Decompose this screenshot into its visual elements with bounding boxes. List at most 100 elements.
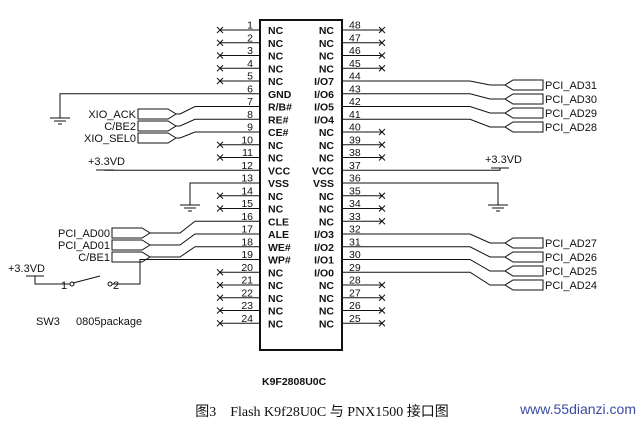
watermark: www.55dianzi.com	[520, 401, 636, 417]
no-connect-mark	[216, 192, 224, 200]
pin-number: 5	[247, 71, 253, 83]
wire	[382, 168, 501, 171]
no-connect-mark	[378, 141, 386, 149]
pin-name: CLE	[268, 216, 289, 228]
wire	[150, 220, 220, 234]
pin-number: 39	[349, 134, 361, 146]
pin-name: NC	[268, 267, 284, 279]
pin-number: 2	[247, 32, 253, 44]
pin-number: 8	[247, 109, 253, 121]
net-flag	[504, 121, 544, 133]
no-connect-mark	[378, 319, 386, 327]
pin-name: VCC	[268, 165, 291, 177]
no-connect-mark	[216, 77, 224, 85]
no-connect-mark	[378, 64, 386, 72]
pin-number: 13	[241, 173, 253, 185]
pin-number: 25	[349, 313, 361, 325]
pin-name: NC	[268, 63, 284, 75]
net-flag	[111, 239, 151, 251]
pin-number: 31	[349, 236, 361, 248]
no-connect-mark	[216, 141, 224, 149]
pin-number: 40	[349, 122, 361, 134]
pin-name: NC	[319, 293, 335, 305]
pin-name: NC	[268, 38, 284, 50]
net-label-left-lower: PCI_AD00	[58, 228, 110, 240]
pin-name: NC	[268, 293, 284, 305]
pin-number: 36	[349, 173, 361, 185]
pin-number: 30	[349, 249, 361, 261]
pin-number: 45	[349, 58, 361, 70]
wire	[382, 271, 505, 286]
pin-name: NC	[319, 25, 335, 37]
pin-number: 14	[241, 185, 253, 197]
no-connect-mark	[378, 307, 386, 314]
pin-name: NC	[319, 306, 335, 318]
no-connect-mark	[378, 26, 386, 34]
pin-number: 7	[247, 96, 253, 108]
pin-number: 23	[241, 300, 253, 312]
chip-body	[259, 19, 343, 351]
net-flag	[137, 120, 177, 132]
no-connect-mark	[378, 52, 386, 59]
pin-name: I/O1	[314, 255, 334, 267]
switch-package-label: 0805package	[76, 316, 142, 328]
pin-name: NC	[268, 318, 284, 330]
no-connect-mark	[378, 217, 386, 225]
net-flag	[504, 93, 544, 105]
pin-name: NC	[319, 140, 335, 152]
net-label-right-lower: PCI_AD27	[545, 238, 597, 250]
pin-name: NC	[319, 280, 335, 292]
pin-name: VSS	[313, 178, 334, 190]
pin-number: 34	[349, 198, 361, 210]
no-connect-mark	[216, 52, 224, 59]
pin-name: NC	[319, 191, 335, 203]
no-connect-mark	[378, 192, 386, 200]
no-connect-mark	[216, 154, 224, 161]
pin-number: 11	[242, 147, 253, 159]
wire	[112, 259, 220, 285]
no-connect-mark	[216, 319, 224, 327]
pin-number: 9	[247, 122, 253, 134]
pin-number: 12	[241, 160, 253, 172]
pin-name: NC	[268, 51, 284, 63]
pin-number: 15	[241, 198, 253, 210]
pin-name: R/B#	[268, 102, 292, 114]
no-connect-mark	[378, 39, 386, 47]
pin-name: NC	[319, 63, 335, 75]
switch-contact	[107, 281, 113, 287]
pin-name: RE#	[268, 114, 289, 126]
net-label-right-upper: PCI_AD30	[545, 94, 597, 106]
pin-number: 10	[241, 134, 253, 146]
watermark-wrap: www.55dianzi.com	[520, 401, 636, 419]
pin-number: 21	[241, 275, 253, 287]
wire	[382, 80, 505, 86]
vcc-left-label: +3.3VD	[88, 156, 125, 168]
pin-number: 1	[247, 20, 253, 32]
pin-name: NC	[319, 204, 335, 216]
wire	[150, 246, 220, 258]
pin-number: 41	[349, 109, 361, 121]
pin-number: 44	[349, 71, 361, 83]
pin-name: I/O2	[314, 242, 334, 254]
pin-number: 27	[349, 287, 361, 299]
no-connect-mark	[216, 307, 224, 314]
pin-name: I/O0	[314, 267, 334, 279]
net-label-right-lower: PCI_AD26	[545, 252, 597, 264]
net-label-left-lower: PCI_AD01	[58, 240, 110, 252]
pin-name: NC	[319, 127, 335, 139]
wire	[189, 182, 220, 205]
net-flag	[504, 251, 544, 263]
pin-number: 33	[349, 211, 361, 223]
no-connect-mark	[216, 39, 224, 47]
pin-name: I/O4	[314, 114, 334, 126]
pin-name: I/O3	[314, 229, 334, 241]
pin-name: NC	[268, 76, 284, 88]
net-flag	[504, 79, 544, 91]
net-flag	[504, 265, 544, 277]
pin-number: 48	[349, 20, 361, 32]
pin-number: 37	[349, 160, 361, 172]
net-label-right-upper: PCI_AD28	[545, 122, 597, 134]
pin-name: I/O5	[314, 102, 334, 114]
